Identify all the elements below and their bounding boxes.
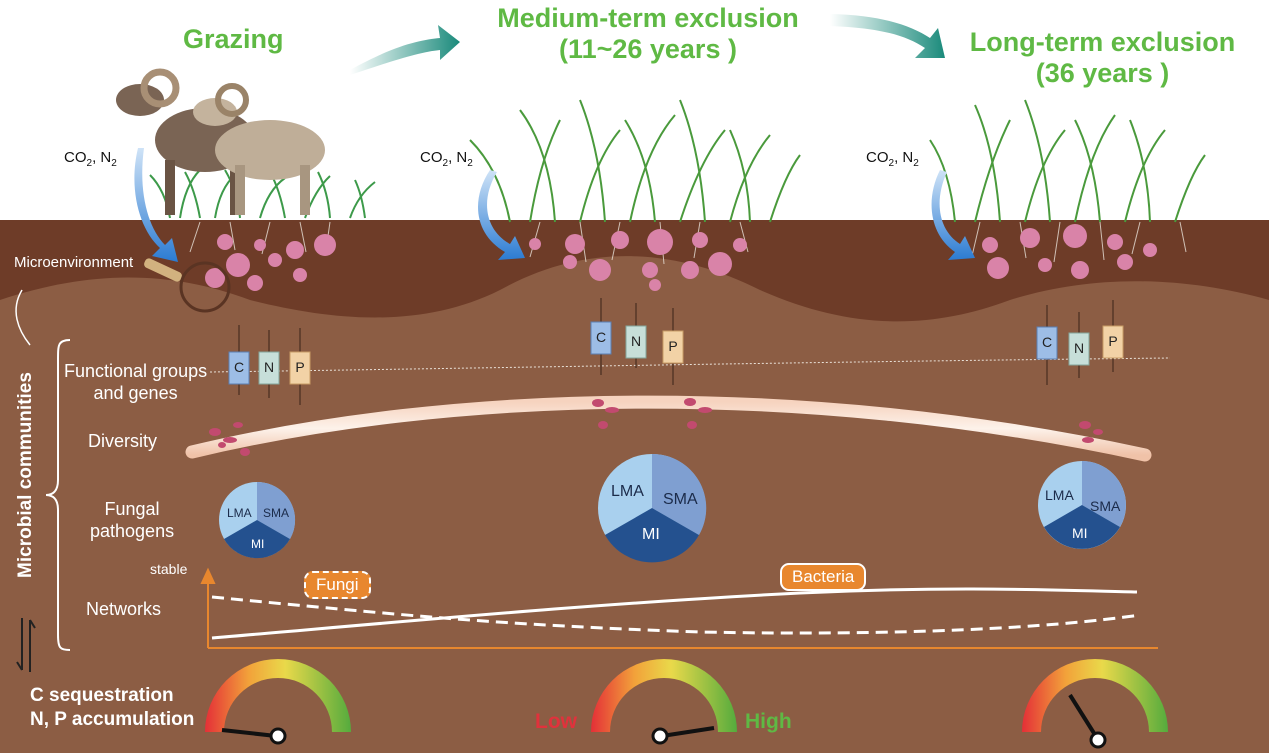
box-label-p: P [668,338,678,354]
stage-title-grazing: Grazing [183,24,284,54]
soil-aggregates [205,224,1157,291]
pie-label-sma: SMA [663,491,698,508]
box-label-n: N [630,333,642,349]
gas-label-grazing: CO2, N2 [64,149,117,169]
microenvironment-label: Microenvironment [14,254,134,271]
pie-long [1038,461,1126,549]
stage-title-medium: Medium-term exclusion (11~26 years ) [488,3,808,65]
gas-arrow-grazing [134,148,178,262]
gas-arrow-medium [478,170,525,260]
functional-groups-label: Functional groups and genes [64,361,208,403]
box-label-n: N [263,359,275,375]
np-accumulation-label: N, P accumulation [30,709,195,730]
grass-long [929,99,1206,223]
boxplots-medium [590,298,684,385]
diversity-label: Diversity [88,431,158,451]
stage-title-medium-line1: Medium-term exclusion [497,3,799,33]
gauge-medium [591,659,737,745]
gauge-long [1022,659,1168,749]
pie-label-lma: LMA [227,506,252,520]
pie-label-lma: LMA [611,483,644,500]
box-label-n: N [1073,340,1085,356]
boxplots-grazing [228,325,311,405]
box-label-c: C [1041,334,1053,350]
microbe-clusters [209,398,1103,456]
stage-arrow-1 [350,25,460,75]
gauge-high-label: High [745,710,792,733]
networks-label: Networks [86,599,162,619]
pie-label-sma: SMA [1090,498,1121,514]
networks-axes [200,567,1158,649]
pie-grazing [219,481,296,559]
gas-arrow-long [931,170,975,260]
fungi-legend-badge: Fungi [304,571,371,599]
pie-label-lma: LMA [1045,487,1074,503]
box-n [258,351,280,385]
box-label-p: P [295,359,305,375]
stable-label: stable [150,561,188,577]
c-sequestration-label: C sequestration [30,685,174,706]
gauge-grazing [205,659,351,745]
bacteria-network-line [211,587,1138,640]
boxplots-long [1036,300,1124,385]
diversity-tube [185,395,1152,462]
box-label-p: P [1108,333,1118,349]
stage-title-long-line2: (36 years ) [1035,58,1170,88]
stage-title-medium-line2: (11~26 years ) [559,34,737,64]
pie-medium [598,453,707,563]
stage-title-long-line1: Long-term exclusion [969,27,1236,57]
box-p [289,351,311,385]
box-label-c: C [233,359,245,375]
fungal-pathogens-label: Fungal pathogens [90,499,175,541]
stage-title-long: Long-term exclusion (36 years ) [960,27,1245,89]
bacteria-legend-badge: Bacteria [780,563,867,591]
pie-label-sma: SMA [263,506,290,520]
gas-label-medium: CO2, N2 [420,149,473,169]
microbial-communities-label: Microbial communities [15,372,36,578]
stage-arrow-2 [830,14,945,58]
gauge-low-label: Low [535,710,577,733]
grass-medium [469,99,801,223]
gas-label-long: CO2, N2 [866,149,919,169]
pie-label-mi: MI [642,526,660,543]
box-label-c: C [595,329,607,345]
pie-label-mi: MI [1072,525,1088,541]
microbial-bracket [45,339,71,651]
box-c [228,351,250,385]
bighorn-sheep-illustration [116,68,325,215]
feedback-arrows-icon [16,618,36,672]
fungi-network-line [211,595,1141,635]
magnifier-icon [144,258,231,313]
pie-label-mi: MI [251,537,265,551]
microenvironment-pointer [15,289,31,346]
